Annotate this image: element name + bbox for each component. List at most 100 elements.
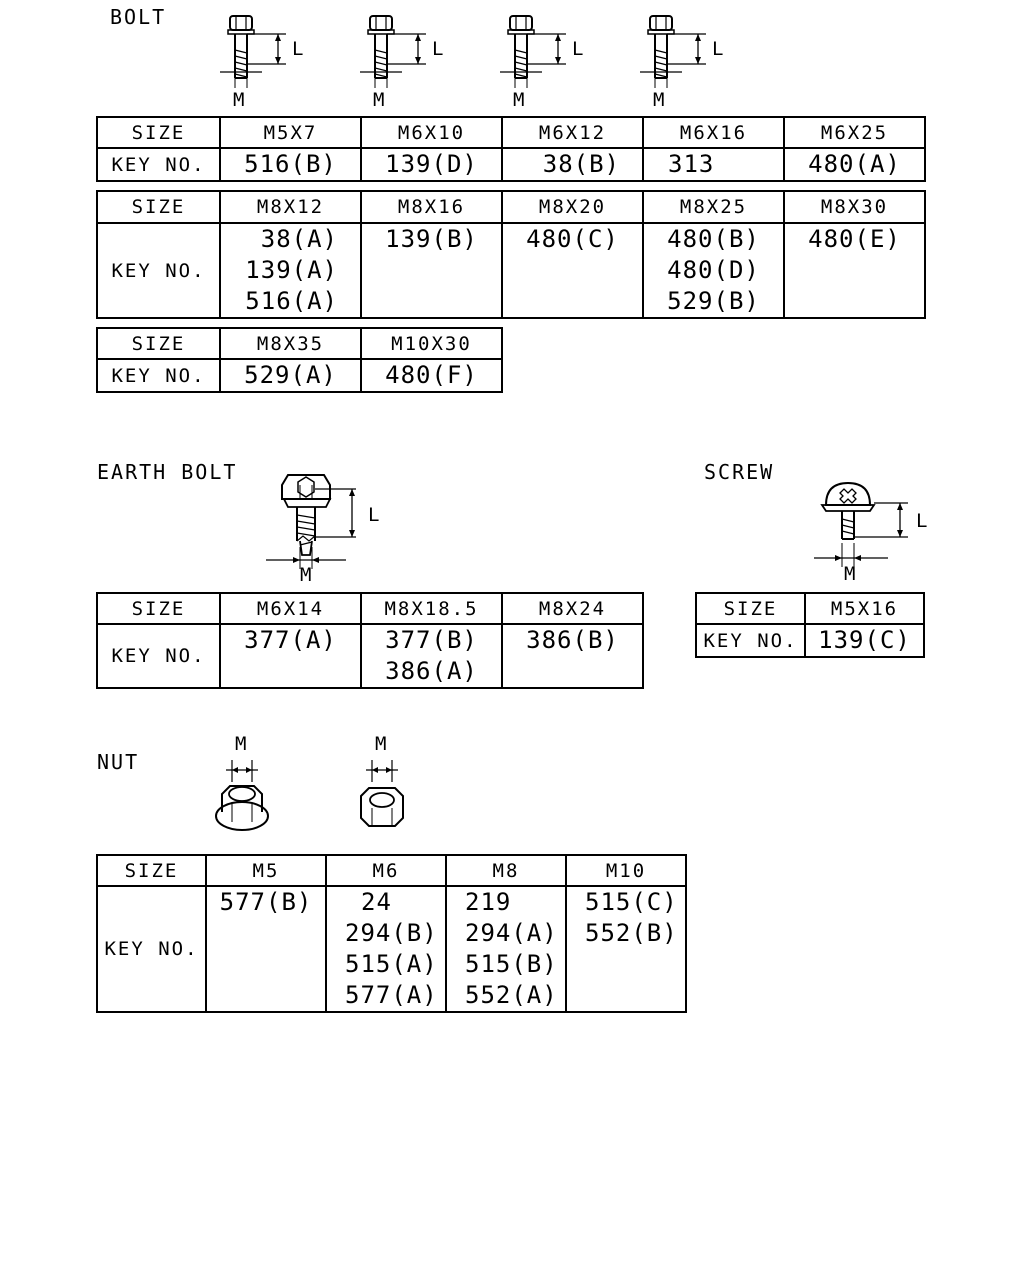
size-cell: M5X16 bbox=[804, 592, 925, 625]
size-cell: M8X16 bbox=[360, 190, 503, 224]
key-cell: 38(B) bbox=[501, 147, 644, 182]
key-cell: 139(B) bbox=[360, 222, 503, 319]
size-cell: M6 bbox=[325, 854, 447, 887]
size-cell: M8X35 bbox=[219, 327, 362, 360]
key-value: 516(A) bbox=[245, 287, 338, 315]
key-value: 552(B) bbox=[585, 919, 678, 947]
bolt-dim-m: M bbox=[513, 89, 524, 111]
key-cell: 24 294(B) 515(A) 577(A) bbox=[325, 885, 447, 1013]
key-cell: 377(A) bbox=[219, 623, 362, 689]
size-cell: M10X30 bbox=[360, 327, 503, 360]
size-cell: M8X20 bbox=[501, 190, 644, 224]
screw-table: SIZE M5X16 KEY NO. 139(C) bbox=[695, 592, 925, 658]
size-cell: M6X16 bbox=[642, 116, 785, 149]
size-header: SIZE bbox=[96, 854, 207, 887]
key-cell: 515(C) 552(B) bbox=[565, 885, 687, 1013]
key-value: 386(A) bbox=[385, 657, 478, 685]
key-no-header: KEY NO. bbox=[96, 222, 221, 319]
key-no-header: KEY NO. bbox=[96, 885, 207, 1013]
key-value: 480(D) bbox=[667, 256, 760, 284]
size-cell: M8X12 bbox=[219, 190, 362, 224]
bolt-dim-m: M bbox=[653, 89, 664, 111]
key-cell: 139(D) bbox=[360, 147, 503, 182]
nut-dim-m: M bbox=[375, 733, 386, 755]
key-value: 139(B) bbox=[385, 225, 478, 253]
key-cell: 139(C) bbox=[804, 623, 925, 658]
size-cell: M6X14 bbox=[219, 592, 362, 625]
key-cell: 577(B) bbox=[205, 885, 327, 1013]
key-value: 38(A) bbox=[260, 225, 338, 253]
size-cell: M10 bbox=[565, 854, 687, 887]
size-cell: M8X24 bbox=[501, 592, 644, 625]
key-cell: 386(B) bbox=[501, 623, 644, 689]
size-header: SIZE bbox=[96, 592, 221, 625]
key-cell: 480(B) 480(D) 529(B) bbox=[642, 222, 785, 319]
key-value: 577(B) bbox=[219, 888, 313, 916]
bolt-table-3: SIZE M8X35 M10X30 KEY NO. 529(A) 480(F) bbox=[96, 327, 503, 393]
key-value: 515(B) bbox=[465, 950, 558, 978]
bolt-title: BOLT bbox=[110, 5, 167, 29]
key-cell: 313 bbox=[642, 147, 785, 182]
bolt-dim-m: M bbox=[233, 89, 244, 111]
key-cell: 516(B) bbox=[219, 147, 362, 182]
size-header: SIZE bbox=[96, 327, 221, 360]
screw-dim-m: M bbox=[844, 563, 855, 585]
earth-bolt-illustration: L M bbox=[266, 474, 379, 586]
key-cell: 529(A) bbox=[219, 358, 362, 393]
screw-illustration: L M bbox=[814, 481, 927, 585]
key-value: 529(B) bbox=[667, 287, 760, 315]
screw-dim-l: L bbox=[916, 510, 927, 532]
key-cell: 219 294(A) 515(B) 552(A) bbox=[445, 885, 567, 1013]
key-value: 552(A) bbox=[465, 981, 558, 1009]
bolt-table-1: SIZE M5X7 M6X10 M6X12 M6X16 M6X25 KEY NO… bbox=[96, 116, 926, 182]
nut-dim-m: M bbox=[235, 733, 246, 755]
bolt-dim-l: L bbox=[432, 38, 443, 60]
size-cell: M8X25 bbox=[642, 190, 785, 224]
earth-bolt-dim-m: M bbox=[300, 564, 311, 586]
key-value: 480(E) bbox=[808, 225, 901, 253]
size-cell: M5 bbox=[205, 854, 327, 887]
bolt-dim-m: M bbox=[373, 89, 384, 111]
bolt-dim-l: L bbox=[712, 38, 723, 60]
key-value: 24 bbox=[361, 888, 392, 916]
key-value: 294(B) bbox=[345, 919, 438, 947]
key-value: 386(B) bbox=[526, 626, 619, 654]
key-no-header: KEY NO. bbox=[96, 358, 221, 393]
size-cell: M8X30 bbox=[783, 190, 926, 224]
earth-bolt-dim-l: L bbox=[368, 504, 379, 526]
earth-bolt-table: SIZE M6X14 M8X18.5 M8X24 KEY NO. 377(A) … bbox=[96, 592, 644, 689]
key-value: 377(A) bbox=[244, 626, 337, 654]
nut-illustration: M M bbox=[215, 733, 404, 831]
key-cell: 480(A) bbox=[783, 147, 926, 182]
key-cell: 480(F) bbox=[360, 358, 503, 393]
size-header: SIZE bbox=[695, 592, 806, 625]
bolt-table-2: SIZE M8X12 M8X16 M8X20 M8X25 M8X30 KEY N… bbox=[96, 190, 926, 319]
key-value: 480(B) bbox=[667, 225, 760, 253]
key-no-header: KEY NO. bbox=[96, 147, 221, 182]
key-value: 139(A) bbox=[245, 256, 338, 284]
key-cell: 480(E) bbox=[783, 222, 926, 319]
size-cell: M6X25 bbox=[783, 116, 926, 149]
size-cell: M6X10 bbox=[360, 116, 503, 149]
key-cell: 480(C) bbox=[501, 222, 644, 319]
bolt-dim-l: L bbox=[292, 38, 303, 60]
nut-table: SIZE M5 M6 M8 M10 KEY NO. 577(B) 24 294(… bbox=[96, 854, 687, 1013]
key-value: 219 bbox=[465, 888, 512, 916]
key-cell: 377(B) 386(A) bbox=[360, 623, 503, 689]
size-cell: M8 bbox=[445, 854, 567, 887]
key-value: 480(C) bbox=[526, 225, 619, 253]
key-value: 577(A) bbox=[345, 981, 438, 1009]
bolt-dim-l: L bbox=[572, 38, 583, 60]
size-cell: M8X18.5 bbox=[360, 592, 503, 625]
size-cell: M5X7 bbox=[219, 116, 362, 149]
nut-title: NUT bbox=[97, 750, 140, 774]
key-value: 294(A) bbox=[465, 919, 558, 947]
key-cell: 38(A) 139(A) 516(A) bbox=[219, 222, 362, 319]
key-value: 515(A) bbox=[345, 950, 438, 978]
earth-bolt-title: EARTH BOLT bbox=[97, 460, 238, 484]
key-value: 515(C) bbox=[585, 888, 678, 916]
screw-title: SCREW bbox=[704, 460, 775, 484]
key-no-header: KEY NO. bbox=[96, 623, 221, 689]
key-value: 377(B) bbox=[385, 626, 478, 654]
size-header: SIZE bbox=[96, 190, 221, 224]
